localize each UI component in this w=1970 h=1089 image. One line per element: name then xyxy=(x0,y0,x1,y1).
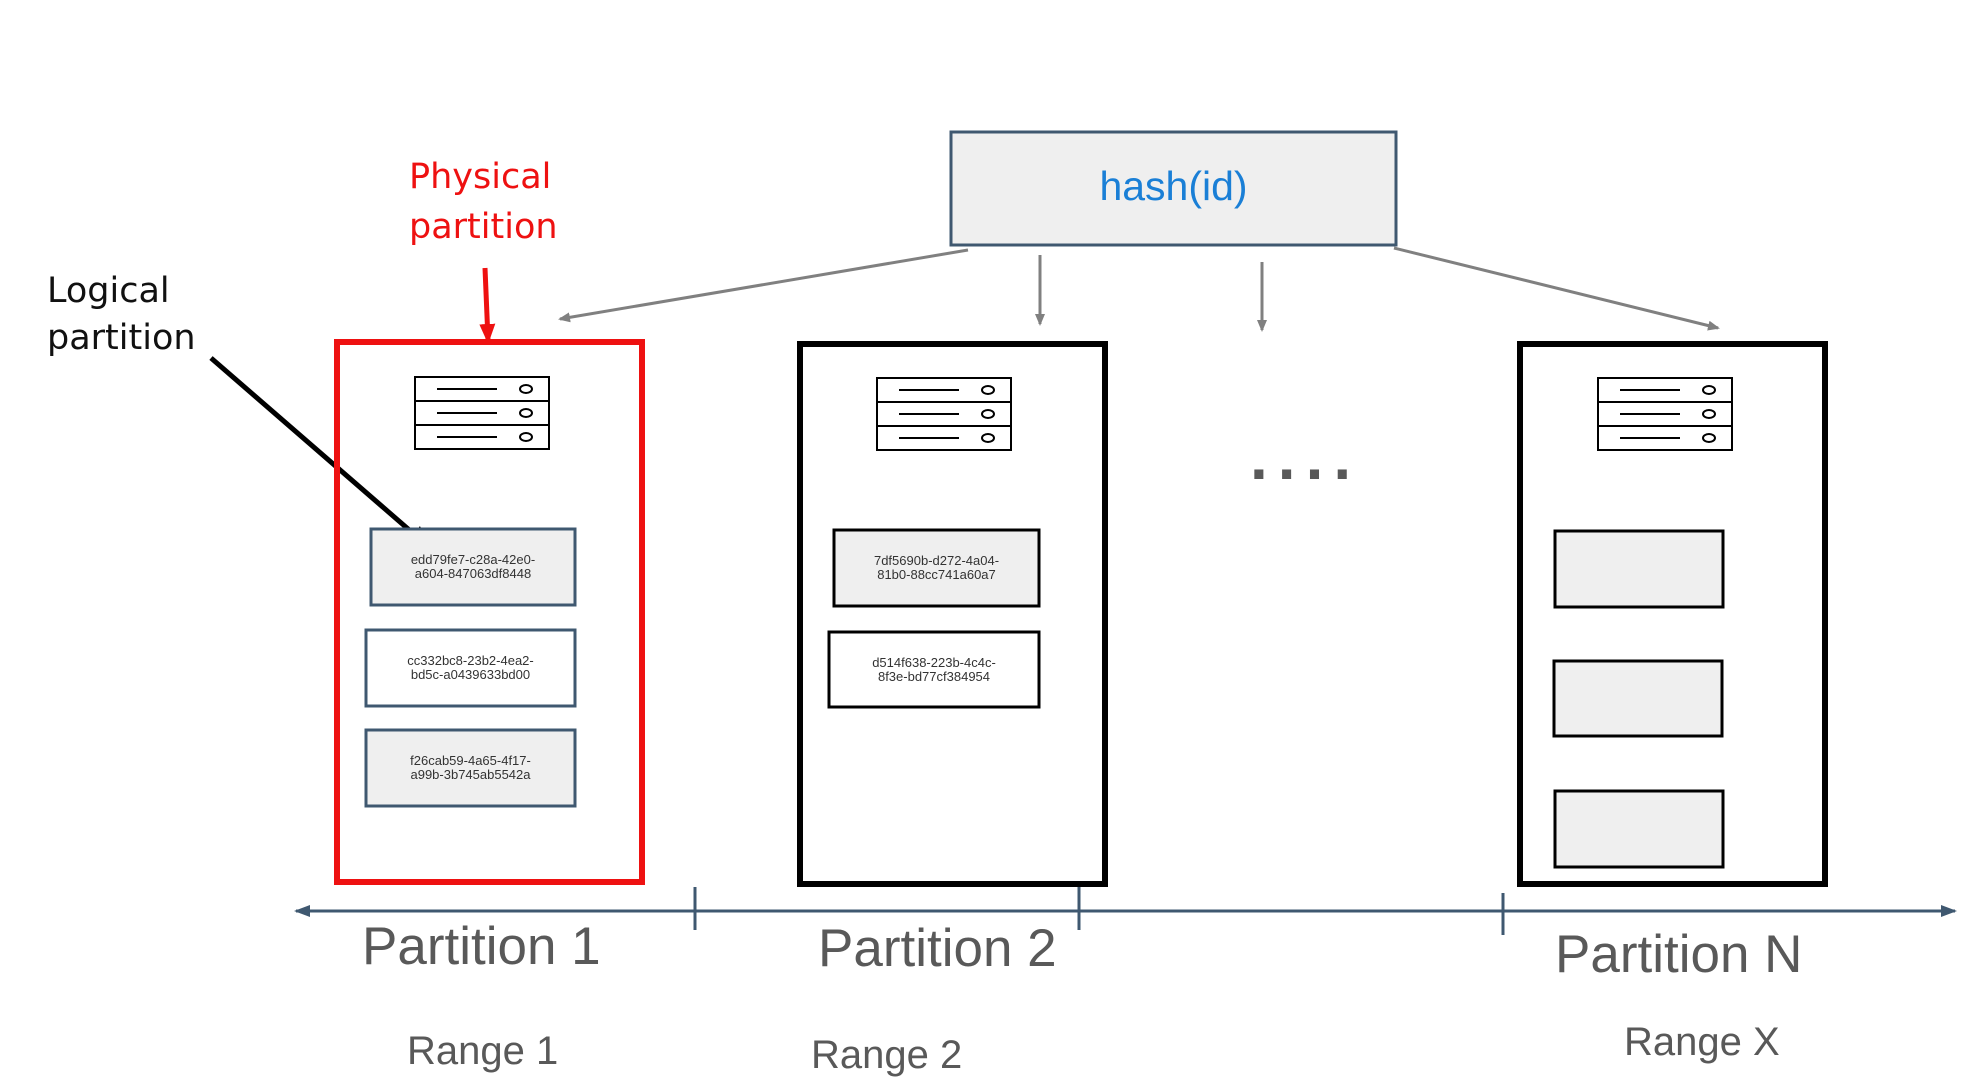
partition-2-label: Partition 2 xyxy=(818,919,1057,978)
logical-partition-box xyxy=(1553,789,1725,869)
partition-1-range: Range 1 xyxy=(407,1029,559,1073)
server-icon xyxy=(414,376,550,450)
hash-box xyxy=(949,130,1398,247)
logical-partition-id: d514f638-223b-4c4c-8f3e-bd77cf384954 xyxy=(872,654,996,684)
server-icon xyxy=(1597,377,1733,451)
logical-partition-box xyxy=(827,630,1041,709)
physical-partition-arrow xyxy=(479,267,496,344)
partition-2-frame xyxy=(797,341,1108,887)
partition-n-range: Range X xyxy=(1624,1020,1780,1064)
logical-partition-box xyxy=(369,527,577,607)
physical-partition-callout-line-2: partition xyxy=(409,207,558,247)
logical-partition-callout-line-1: Logical xyxy=(47,271,170,311)
logical-partition-box xyxy=(1553,529,1725,609)
partition-1-frame xyxy=(334,339,645,885)
logical-partition-box xyxy=(364,628,577,708)
partition-2-range: Range 2 xyxy=(811,1033,963,1077)
logical-partition-arrow xyxy=(209,356,434,551)
partition-ellipsis: .... xyxy=(1250,421,1362,493)
partition-1-label: Partition 1 xyxy=(362,917,601,976)
logical-partition-box xyxy=(1552,659,1724,738)
logical-partition-id: f26cab59-4a65-4f17-a99b-3b745ab5542a xyxy=(410,753,531,782)
logical-partition-id: 7df5690b-d272-4a04-81b0-88cc741a60a7 xyxy=(873,553,1000,582)
logical-partition-callout-line-2: partition xyxy=(47,318,196,358)
logical-partition-id: cc332bc8-23b2-4ea2-bd5c-a0439633bd00 xyxy=(407,653,534,682)
server-icon xyxy=(876,377,1012,451)
logical-partition-box xyxy=(832,528,1041,608)
partition-n-label: Partition N xyxy=(1555,925,1803,984)
partition-n-frame xyxy=(1517,341,1828,887)
hash-label: hash(id) xyxy=(1099,163,1248,209)
logical-partition-box xyxy=(364,728,577,808)
physical-partition-callout-line-1: Physical xyxy=(409,157,552,197)
hash-arrow-partition-n xyxy=(1393,246,1720,331)
hash-arrow-partition-1 xyxy=(558,248,969,323)
logical-partition-id: edd79fe7-c28a-42e0-a604-847063df8448 xyxy=(410,552,536,581)
